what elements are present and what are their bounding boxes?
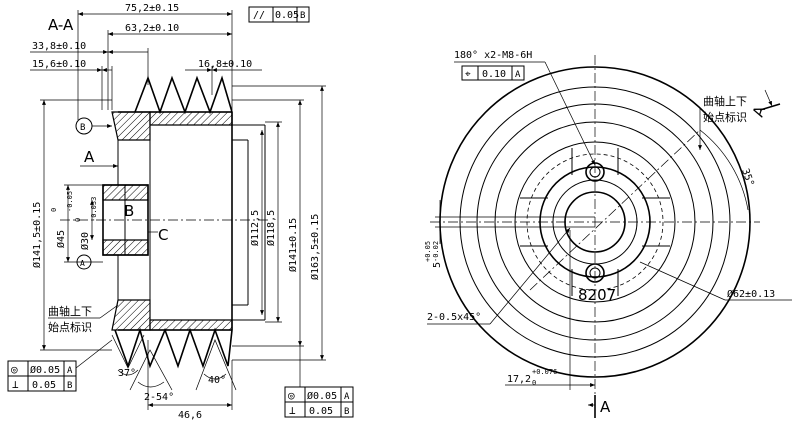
start-mark-note-left: 曲轴上下 始点标识: [48, 304, 119, 334]
dim-75-2: 75,2±0.15: [125, 3, 179, 14]
note-right-line1: 曲轴上下: [703, 94, 747, 108]
dim-17-2-group: 17,2 +0.076 0: [505, 230, 595, 390]
datum-c-letter: C: [158, 226, 168, 244]
right-diameter-dims: Ø112,5 Ø118,5 Ø141±0.15 Ø163,5±0.15: [232, 85, 326, 361]
fcf-br-val-2: 0.05: [309, 406, 333, 417]
dim-118-5: Ø118,5: [265, 210, 277, 246]
fcf-top-datum: B: [300, 11, 305, 21]
dim-62: Ø62±0.13: [727, 288, 775, 300]
fcf-holes-symbol: ⌖: [465, 69, 471, 80]
dim-46-6: 46,6: [178, 410, 202, 421]
dim-5-group: 5 +0.05 -0.02: [424, 200, 595, 268]
fcf-parallelism-top: // 0.05 B: [248, 6, 310, 23]
fcf-bl-dat-2: B: [67, 381, 72, 391]
dim-141: Ø141±0.15: [287, 218, 299, 272]
angle-2-54: 2-54°: [144, 392, 174, 403]
section-view-a-a: A-A 75,2±0.15 63,2±0.10 33,8±0.10 15,6±0…: [7, 3, 354, 421]
section-letter-bottom: A: [600, 398, 611, 416]
fcf-bottom-right: ◎ Ø0.05 A ⊥ 0.05 B: [284, 346, 354, 418]
datum-markers: A B C B A: [75, 117, 168, 270]
fcf-top-value: 0.05: [275, 10, 299, 21]
fcf-bl-dat-1: A: [67, 366, 73, 376]
dim-33-8: 33,8±0.10: [32, 41, 86, 52]
fcf-bl-val-1: Ø0.05: [30, 364, 60, 376]
dim-30-tol-low: -0.033: [90, 197, 98, 222]
section-cut-marks: A A: [588, 89, 781, 418]
dim-5: 5: [432, 262, 443, 268]
fcf-br-dat-1: A: [344, 392, 350, 402]
dim-45: Ø45: [55, 230, 67, 248]
left-diameter-dims: Ø141,5±0.15 Ø45 0 -0.05 Ø30 0 -0.033: [31, 99, 112, 351]
dim-30-tol-up: 0: [74, 218, 82, 222]
fcf-br-sym-2: ⊥: [289, 404, 296, 417]
datum-a-letter: A: [84, 148, 95, 166]
note-left-line1: 曲轴上下: [48, 304, 92, 318]
dim-62-group: Ø62±0.13: [639, 261, 792, 301]
dim-112-5: Ø112,5: [249, 210, 261, 246]
angle-35: 35°: [739, 167, 756, 188]
note-left-line2: 始点标识: [48, 320, 92, 334]
dim-63-2: 63,2±0.10: [125, 23, 179, 34]
spokes: [520, 148, 670, 296]
hole-bottom: [585, 263, 605, 283]
fcf-br-val-1: Ø0.05: [307, 390, 337, 402]
start-mark-note-right: 曲轴上下 始点标识: [698, 94, 747, 150]
fcf-top-symbol: //: [253, 10, 265, 21]
holes-note-group: 180° x2-M8-6H ⌖ 0.10 A: [454, 50, 596, 166]
chamfer-note: 2-0.5x45°: [427, 312, 481, 323]
fcf-holes: ⌖ 0.10 A: [461, 65, 525, 81]
dim-45-tol-up: 0: [50, 208, 58, 212]
fcf-holes-value: 0.10: [482, 69, 506, 80]
holes-note: 180° x2-M8-6H: [454, 50, 532, 61]
dim-163-5: Ø163,5±0.15: [309, 214, 321, 280]
angle-40: 40°: [208, 375, 226, 386]
section-letter-top: A: [749, 103, 770, 119]
fcf-bl-sym-1: ◎: [11, 363, 18, 376]
chamfer-group: 2-0.5x45°: [427, 227, 571, 325]
dim-15-6: 15,6±0.10: [32, 59, 86, 70]
datum-a-circle: A: [80, 259, 85, 268]
datum-b-circle: B: [80, 123, 85, 133]
dim-16-8: 16,8±0.10: [198, 59, 252, 70]
datum-b-letter: B: [124, 202, 134, 220]
note-right-line2: 始点标识: [703, 110, 747, 124]
fcf-holes-datum: A: [515, 70, 521, 80]
dim-17-2: 17,2: [507, 374, 531, 385]
section-title: A-A: [48, 16, 74, 34]
dim-45-tol-low: -0.05: [66, 191, 74, 212]
dim-141-5-left: Ø141,5±0.15: [31, 202, 43, 268]
dim-5-tol-low: -0.02: [432, 241, 440, 262]
dim-5-tol-up: +0.05: [424, 241, 432, 262]
fcf-bl-sym-2: ⊥: [12, 378, 19, 391]
dim-17-2-tol-up: +0.076: [532, 368, 557, 376]
dim-17-2-tol-low: 0: [532, 379, 536, 387]
fcf-br-dat-2: B: [344, 407, 349, 417]
part-code: 8207: [578, 286, 616, 304]
dim-30: Ø30: [79, 232, 91, 250]
top-dimensions: 75,2±0.15 63,2±0.10 33,8±0.10 15,6±0.10 …: [30, 3, 262, 120]
fcf-bl-val-2: 0.05: [32, 380, 56, 391]
angle-37: 37°: [118, 368, 136, 379]
fcf-bottom-left: ◎ Ø0.05 A ⊥ 0.05 B: [7, 339, 113, 392]
pulley-section-body: [102, 75, 266, 369]
fcf-br-sym-1: ◎: [288, 389, 295, 402]
dim-46-6-group: 46,6: [147, 340, 233, 421]
front-view: 180° x2-M8-6H ⌖ 0.10 A 曲轴上下 始点标识 35°: [424, 50, 792, 418]
angle-callouts: 37° 2-54° 40°: [111, 334, 237, 403]
